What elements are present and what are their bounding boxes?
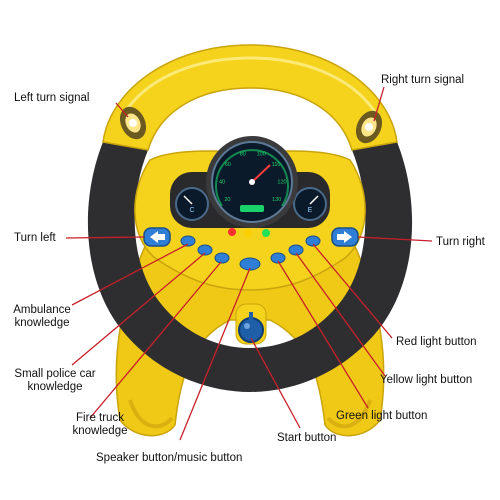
gauge-tick-label: 20 [224,197,230,203]
wheel-stand [115,234,385,437]
label-turn-left: Turn left [14,232,56,244]
function-buttons[interactable] [180,235,321,271]
right-arrow-icon[interactable] [331,227,359,247]
wheel-rim-yellow-top [102,44,398,151]
label-small-police-car: Small police car knowledge [14,368,96,393]
label-ambulance: Ambulance knowledge [13,304,71,329]
label-left-turn-signal: Left turn signal [14,92,90,104]
wheel-rim-black [87,142,413,392]
gauge-tick-label: 100 [257,151,266,157]
left-fuel-gauge: C [175,187,209,221]
label-speaker-music: Speaker button/music button [96,452,243,464]
label-start-button: Start button [277,432,337,444]
label-red-light: Red light button [396,336,477,348]
svg-text:E: E [308,207,313,214]
label-right-turn-signal: Right turn signal [381,74,465,86]
speedometer-icon: 20 40 60 80 100 110 120 130 [206,136,298,228]
left-arrow-icon[interactable] [143,227,171,247]
start-knob-icon[interactable] [235,303,267,345]
right-temp-gauge: E [293,187,327,221]
right-turn-signal-light [355,110,383,144]
label-yellow-light: Yellow light button [380,374,473,386]
label-turn-right: Turn right [436,236,485,248]
gauge-tick-label: 120 [277,180,286,186]
gauge-tick-label: 110 [272,162,281,168]
pointer-lines [65,86,433,441]
gauge-tick-label: 60 [225,162,231,168]
label-fire-truck: Fire truck knowledge [72,412,128,437]
gauge-tick-label: 80 [240,151,246,157]
gauge-tick-label: 40 [219,180,225,186]
label-green-light: Green light button [336,410,428,422]
svg-text:C: C [189,207,194,214]
gauge-tick-label: 130 [272,197,281,203]
